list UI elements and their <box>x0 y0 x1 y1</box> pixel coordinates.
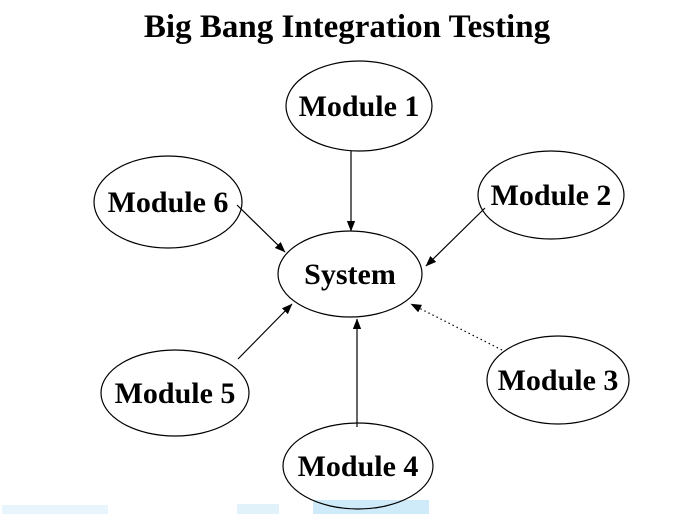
module6-ellipse <box>93 155 243 249</box>
module3-label: Module 3 <box>498 364 619 397</box>
module3-ellipse <box>486 335 630 425</box>
module4-ellipse <box>282 422 434 510</box>
module4-label: Module 4 <box>298 450 419 483</box>
module6-label: Module 6 <box>108 186 229 219</box>
bottom-highlight-artifact <box>237 504 279 514</box>
module1-label: Module 1 <box>299 90 420 123</box>
module2-ellipse <box>477 150 625 240</box>
bottom-highlight-artifact <box>2 505 108 514</box>
module1-ellipse <box>285 60 433 152</box>
module5-label: Module 5 <box>115 377 236 410</box>
bottom-highlight-artifact <box>313 500 429 514</box>
arrow-module6-to-system <box>236 204 286 253</box>
module5-ellipse <box>100 349 250 437</box>
module2-label: Module 2 <box>491 179 612 212</box>
arrow-module3-to-system-dotted <box>410 303 503 351</box>
system-ellipse <box>277 230 423 318</box>
system-label: System <box>304 258 396 291</box>
arrow-module5-to-system <box>237 303 293 360</box>
diagram-title: Big Bang Integration Testing <box>144 9 551 45</box>
arrow-module2-to-system <box>425 207 486 267</box>
